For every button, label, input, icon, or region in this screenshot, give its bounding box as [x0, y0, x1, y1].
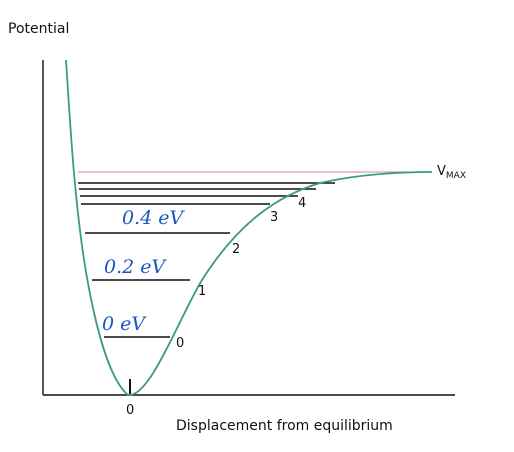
energy-label-1: 0.2 eV — [104, 256, 168, 278]
y-axis-title: Potential — [8, 21, 69, 37]
energy-label-2: 0.4 eV — [122, 207, 186, 229]
x-axis-title: Displacement from equilibrium — [176, 418, 393, 434]
level-number-2: 2 — [232, 242, 240, 257]
level-number-4: 4 — [298, 196, 306, 211]
level-number-0: 0 — [176, 336, 184, 351]
energy-levels — [78, 182, 335, 338]
potential-curve — [65, 59, 433, 396]
level-number-3: 3 — [270, 210, 278, 225]
vmax-label: VMAX — [437, 164, 466, 181]
origin-label: 0 — [126, 403, 134, 418]
level-number-1: 1 — [198, 284, 206, 299]
energy-label-0: 0 eV — [102, 313, 147, 335]
